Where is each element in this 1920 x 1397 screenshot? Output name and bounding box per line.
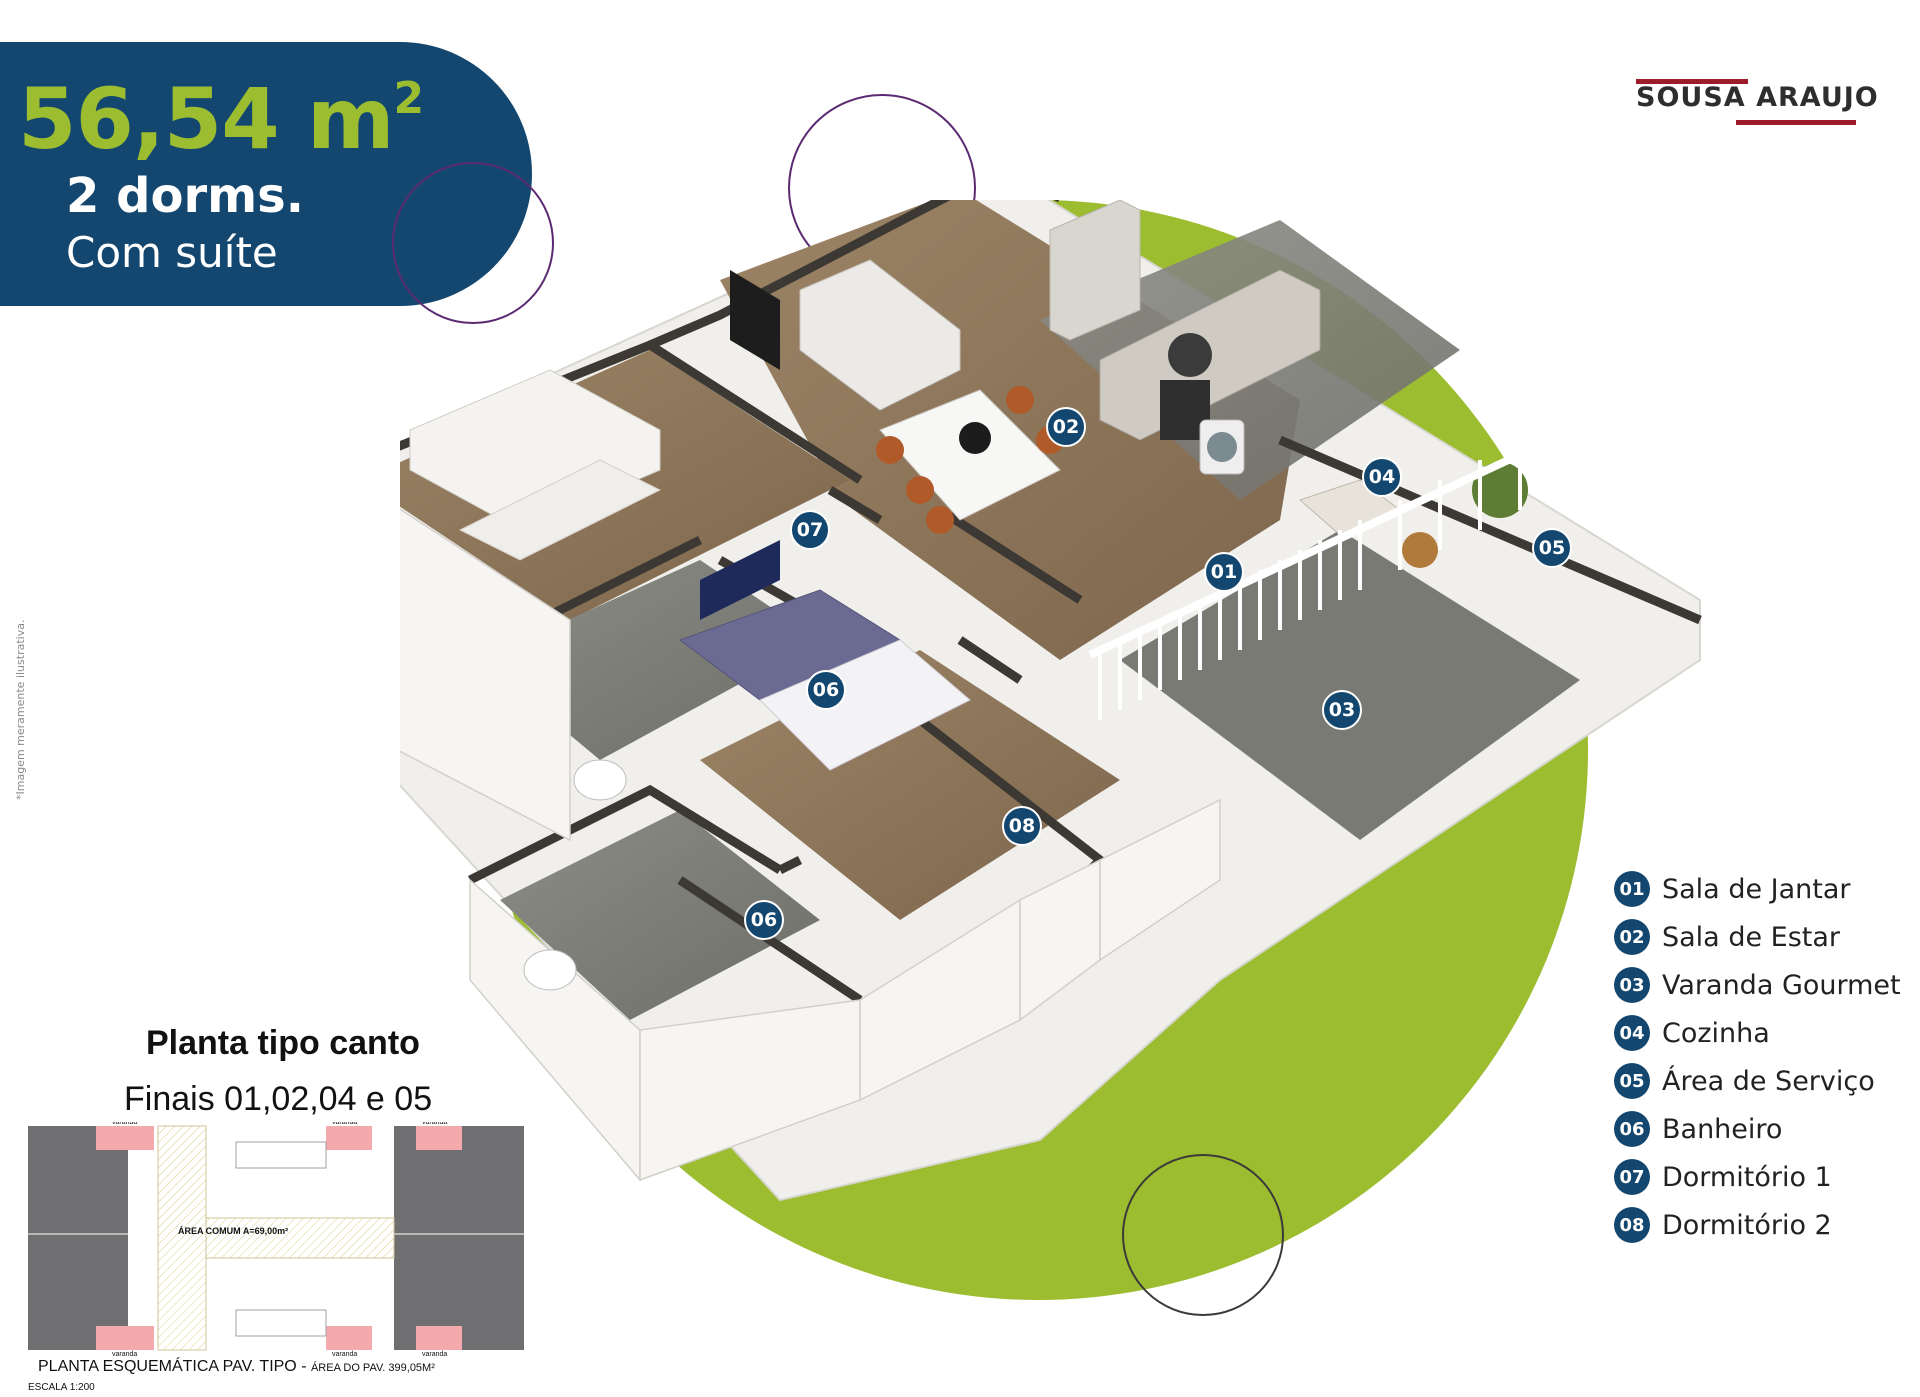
brand-logo: SOUSA ARAUJO xyxy=(1636,79,1879,125)
legend-item: 04 Cozinha xyxy=(1614,1014,1770,1052)
legend-label: Sala de Estar xyxy=(1662,921,1841,953)
schematic-balcony-label: varanda xyxy=(332,1122,357,1126)
logo-text: SOUSA ARAUJO xyxy=(1636,82,1879,113)
room-marker-area-servico: 05 xyxy=(1532,528,1572,568)
schematic-balcony-label: varanda xyxy=(112,1351,137,1356)
schematic-floor-plan: ÁREA COMUM A=69,00m² varanda varanda var… xyxy=(26,1122,526,1356)
legend-number: 07 xyxy=(1614,1159,1650,1195)
room-marker-dormitorio-1: 07 xyxy=(790,510,830,550)
legend-item: 07 Dormitório 1 xyxy=(1614,1158,1832,1196)
logo-bar xyxy=(1736,120,1856,125)
room-marker-sala-estar: 02 xyxy=(1046,407,1086,447)
legend-label: Dormitório 1 xyxy=(1662,1161,1832,1193)
legend-number: 03 xyxy=(1614,967,1650,1003)
floor-plan-illustration xyxy=(400,200,1702,1202)
unit-area: 56,54 m2 xyxy=(18,70,424,168)
decorative-ring xyxy=(1122,1154,1284,1316)
legend-item: 02 Sala de Estar xyxy=(1614,918,1840,956)
room-marker-sala-jantar: 01 xyxy=(1204,552,1244,592)
schematic-scale: ESCALA 1:200 xyxy=(28,1382,95,1393)
legend-label: Banheiro xyxy=(1662,1113,1783,1145)
bedroom-count: 2 dorms. xyxy=(66,168,304,224)
schematic-balcony-label: varanda xyxy=(332,1351,357,1356)
schematic-balcony-label: varanda xyxy=(422,1351,447,1356)
suite-note: Com suíte xyxy=(66,228,278,277)
legend-item: 08 Dormitório 2 xyxy=(1614,1206,1832,1244)
legend-number: 02 xyxy=(1614,919,1650,955)
room-marker-cozinha: 04 xyxy=(1362,457,1402,497)
plan-subtitle: Finais 01,02,04 e 05 xyxy=(124,1080,433,1118)
schematic-balcony-label: varanda xyxy=(422,1122,447,1126)
schematic-title: PLANTA ESQUEMÁTICA PAV. TIPO - ÁREA DO P… xyxy=(38,1358,435,1375)
legend-label: Sala de Jantar xyxy=(1662,873,1851,905)
decorative-ring xyxy=(392,162,554,324)
logo-bar xyxy=(1636,79,1748,84)
room-marker-varanda: 03 xyxy=(1322,690,1362,730)
legend-label: Dormitório 2 xyxy=(1662,1209,1832,1241)
legend-label: Varanda Gourmet xyxy=(1662,969,1901,1001)
plan-title: Planta tipo canto xyxy=(146,1024,420,1062)
schematic-common-area: ÁREA COMUM A=69,00m² xyxy=(178,1226,288,1236)
legend-item: 03 Varanda Gourmet xyxy=(1614,966,1901,1004)
legend-label: Área de Serviço xyxy=(1662,1065,1875,1097)
legend-item: 06 Banheiro xyxy=(1614,1110,1782,1148)
room-marker-banheiro: 06 xyxy=(806,670,846,710)
legend-number: 01 xyxy=(1614,871,1650,907)
schematic-balcony-label: varanda xyxy=(112,1122,137,1126)
legend-number: 04 xyxy=(1614,1015,1650,1051)
disclaimer-text: *Imagem meramente ilustrativa. xyxy=(14,619,27,800)
legend-number: 08 xyxy=(1614,1207,1650,1243)
room-marker-banheiro: 06 xyxy=(744,900,784,940)
legend-item: 01 Sala de Jantar xyxy=(1614,870,1851,908)
legend-number: 06 xyxy=(1614,1111,1650,1147)
legend-number: 05 xyxy=(1614,1063,1650,1099)
room-marker-dormitorio-2: 08 xyxy=(1002,806,1042,846)
legend-item: 05 Área de Serviço xyxy=(1614,1062,1875,1100)
legend-label: Cozinha xyxy=(1662,1017,1770,1049)
